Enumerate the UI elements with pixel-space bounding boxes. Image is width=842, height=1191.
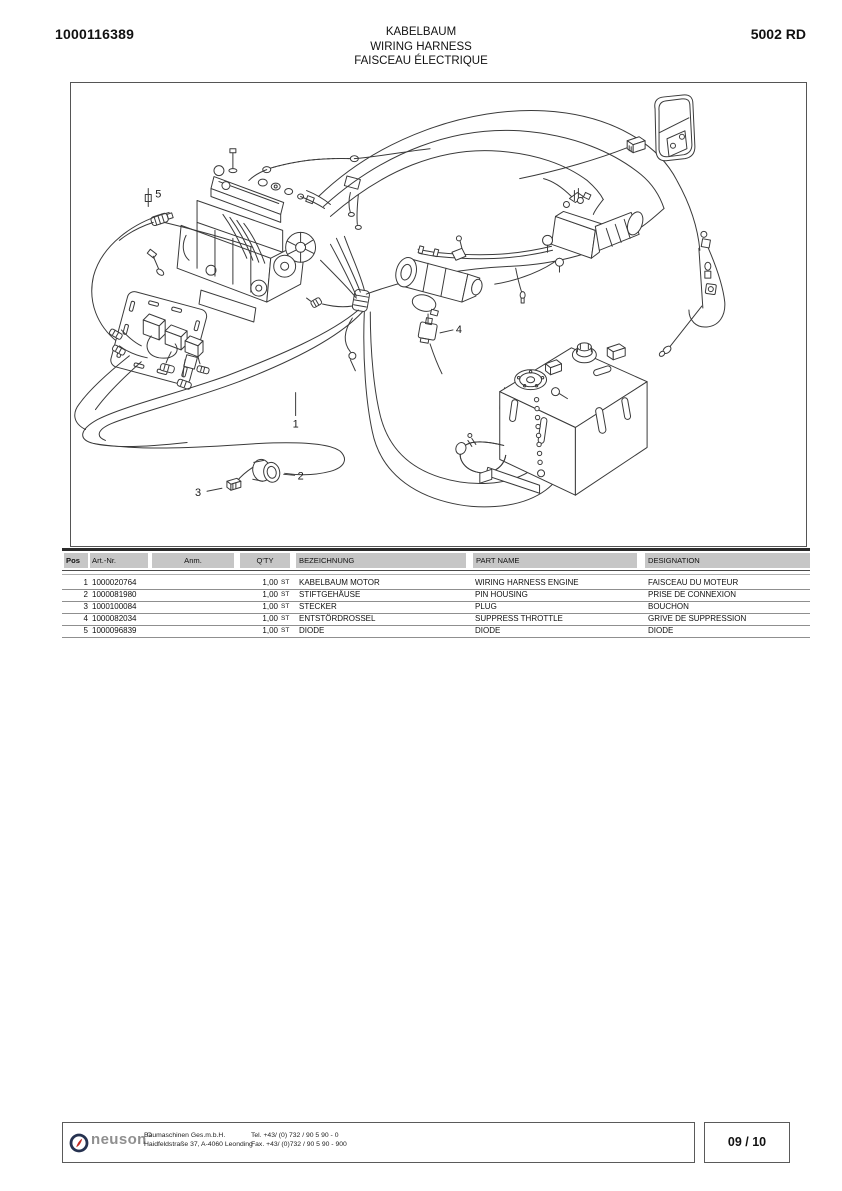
cell-bezeichnung: STECKER — [299, 602, 337, 611]
row-separator — [62, 625, 810, 626]
page-title: KABELBAUM WIRING HARNESS FAISCEAU ÉLECTR… — [0, 25, 842, 69]
cell-part-name: PIN HOUSING — [475, 590, 528, 599]
row-separator — [62, 613, 810, 614]
col-header-designation: DESIGNATION — [645, 553, 810, 568]
cell-art-nr: 1000020764 — [92, 578, 137, 587]
footer-company-box: neuson Baumaschinen Ges.m.b.H. Haidfelds… — [62, 1122, 695, 1163]
cell-pos: 5 — [83, 626, 88, 635]
callout-5: 5 — [155, 189, 161, 201]
company-phone: Tel. +43/ (0) 732 / 90 5 90 - 0 Fax. +43… — [251, 1132, 347, 1149]
model-code: 5002 RD — [750, 26, 806, 42]
row-separator — [62, 589, 810, 590]
table-row: 2 1000081980 1,00 ST STIFTGEHÄUSE PIN HO… — [0, 589, 842, 601]
cell-pos: 3 — [83, 602, 88, 611]
hydraulic-pipes — [417, 245, 560, 285]
cover-plate — [626, 94, 696, 162]
brand-name: neuson — [91, 1131, 152, 1148]
col-header-pos: Pos — [64, 553, 88, 568]
header-rule-light — [62, 573, 810, 575]
table-row: 1 1000020764 1,00 ST KABELBAUM MOTOR WIR… — [0, 577, 842, 589]
table-top-rule — [62, 548, 810, 551]
cell-part-name: WIRING HARNESS ENGINE — [475, 578, 579, 587]
cell-designation: BOUCHON — [648, 602, 689, 611]
company-address: Baumaschinen Ges.m.b.H. Haidfeldstraße 3… — [144, 1132, 253, 1149]
fax-line: Fax. +43/ (0)732 / 90 5 90 - 900 — [251, 1140, 347, 1148]
wiring-harness-diagram: 1 2 3 4 5 — [74, 94, 726, 508]
col-header-qty: Q'TY — [240, 553, 290, 568]
cell-unit: ST — [281, 627, 290, 634]
table-row: 3 1000100084 1,00 ST STECKER PLUG BOUCHO… — [0, 601, 842, 613]
cell-part-name: SUPPRESS THROTTLE — [475, 614, 563, 623]
brand-text: neuson — [91, 1131, 147, 1148]
callout-2: 2 — [298, 470, 304, 482]
cell-designation: FAISCEAU DU MOTEUR — [648, 578, 739, 587]
title-english: WIRING HARNESS — [370, 40, 472, 53]
rod-and-connectors — [658, 230, 717, 357]
cell-designation: DIODE — [648, 626, 674, 635]
cell-pos: 2 — [83, 590, 88, 599]
cell-part-name: DIODE — [475, 626, 501, 635]
harness-end-connectors — [226, 458, 281, 491]
cell-qty: 1,00 — [262, 614, 278, 623]
cell-art-nr: 1000082034 — [92, 614, 137, 623]
cell-pos: 1 — [83, 578, 88, 587]
cell-bezeichnung: STIFTGEHÄUSE — [299, 590, 361, 599]
page-number-box: 09 / 10 — [704, 1122, 790, 1163]
callout-1: 1 — [293, 419, 299, 431]
hydraulic-pump — [542, 178, 644, 273]
callouts: 1 2 3 4 5 — [155, 189, 462, 500]
cell-qty: 1,00 — [262, 602, 278, 611]
address-line-1: Baumaschinen Ges.m.b.H. — [144, 1132, 226, 1139]
cell-pos: 4 — [83, 614, 88, 623]
title-german: KABELBAUM — [385, 26, 457, 38]
cell-art-nr: 1000096839 — [92, 626, 137, 635]
header-rule-dark — [62, 570, 810, 572]
col-header-bezeichnung: BEZEICHNUNG — [296, 553, 466, 568]
col-header-anm: Anm. — [152, 553, 234, 568]
callout-4: 4 — [456, 324, 462, 336]
starter-motor — [395, 235, 483, 323]
document-number: 1000116389 — [55, 26, 135, 42]
harness-sleeve — [351, 289, 370, 312]
relay-plate — [108, 291, 210, 390]
cell-unit: ST — [281, 591, 290, 598]
table-row: 5 1000096839 1,00 ST DIODE DIODE DIODE — [0, 625, 842, 637]
cell-bezeichnung: KABELBAUM MOTOR — [299, 578, 380, 587]
page-number: 09 / 10 — [727, 1135, 767, 1149]
cell-unit: ST — [281, 615, 290, 622]
diagram-frame: 1 2 3 4 5 — [70, 82, 807, 547]
cell-part-name: PLUG — [475, 602, 497, 611]
cell-qty: 1,00 — [262, 590, 278, 599]
cell-unit: ST — [281, 579, 290, 586]
cell-designation: PRISE DE CONNEXION — [648, 590, 737, 599]
cell-art-nr: 1000100084 — [92, 602, 137, 611]
address-line-2: Haidfeldstraße 37, A-4060 Leonding — [144, 1140, 253, 1148]
cell-unit: ST — [281, 603, 290, 610]
col-header-partname: PART NAME — [473, 553, 637, 568]
hydraulic-tank — [455, 342, 648, 496]
table-row: 4 1000082034 1,00 ST ENTSTÖRDROSSEL SUPP… — [0, 613, 842, 625]
tel-line: Tel. +43/ (0) 732 / 90 5 90 - 0 — [251, 1132, 339, 1139]
neuson-logo-icon — [69, 1133, 89, 1153]
row-separator — [62, 637, 810, 638]
col-header-artnr: Art.-Nr. — [90, 553, 148, 568]
engine-illustration — [176, 148, 431, 323]
cell-bezeichnung: ENTSTÖRDROSSEL — [299, 614, 376, 623]
cell-art-nr: 1000081980 — [92, 590, 137, 599]
suppress-throttle-part — [417, 317, 443, 375]
cell-qty: 1,00 — [262, 626, 278, 635]
harness-cables — [300, 110, 726, 328]
cell-qty: 1,00 — [262, 578, 278, 587]
title-french: FAISCEAU ÉLECTRIQUE — [354, 55, 488, 67]
cell-bezeichnung: DIODE — [299, 626, 325, 635]
cell-designation: GRIVE DE SUPPRESSION — [648, 614, 747, 623]
trademark-mark — [146, 1132, 152, 1137]
row-separator — [62, 601, 810, 602]
callout-3: 3 — [195, 487, 201, 499]
